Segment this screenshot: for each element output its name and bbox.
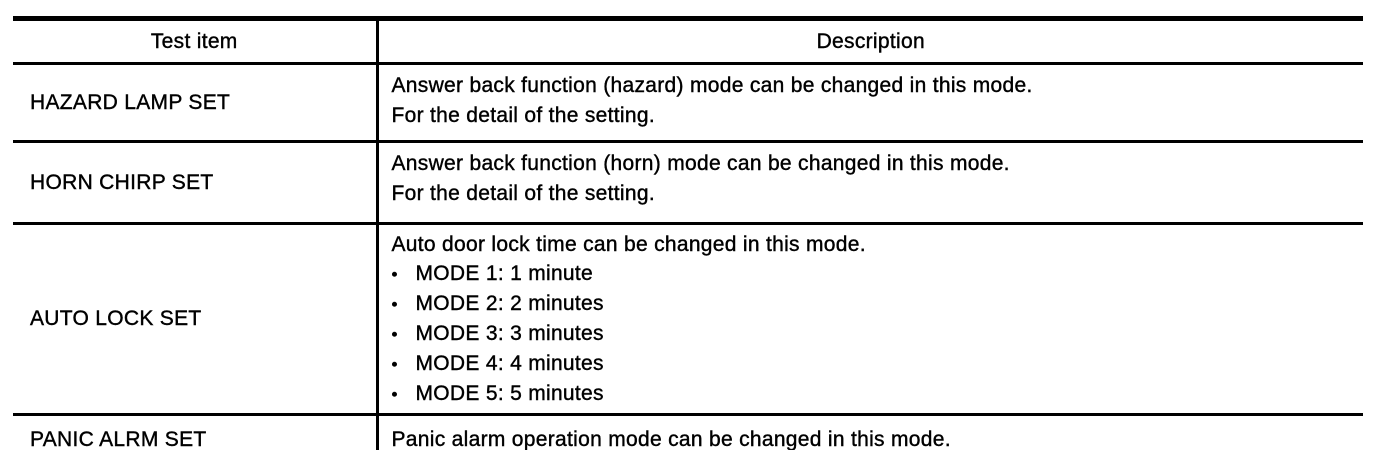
mode-bullet-item: • MODE 4: 4 minutes [391, 349, 1352, 379]
test-item-cell: PANIC ALRM SET [13, 414, 379, 450]
test-item-cell: AUTO LOCK SET [13, 223, 379, 416]
mode-bullet-label: MODE 4: 4 minutes [415, 352, 604, 375]
description-cell: Answer back function (horn) mode can be … [377, 141, 1363, 225]
bullet-icon: • [391, 295, 398, 314]
description-line: For the detail of the setting. [391, 104, 655, 127]
column-header-description: Description [377, 18, 1363, 65]
table-row-panic-alrm-set: PANIC ALRM SET Panic alarm operation mod… [13, 414, 1363, 450]
bullet-icon: • [391, 265, 398, 284]
bullet-icon: • [391, 385, 398, 404]
description-cell: Auto door lock time can be changed in th… [377, 223, 1363, 416]
mode-bullet-list: • MODE 1: 1 minute • MODE 2: 2 minutes •… [391, 259, 1352, 409]
header-row: Test item Description [13, 18, 1363, 65]
bullet-icon: • [391, 355, 398, 374]
description-line: Answer back function (horn) mode can be … [391, 152, 1010, 175]
column-header-test-item: Test item [13, 18, 379, 65]
mode-bullet-label: MODE 5: 5 minutes [415, 382, 604, 405]
bullet-icon: • [391, 325, 398, 344]
mode-bullet-item: • MODE 1: 1 minute [391, 259, 1352, 289]
mode-bullet-item: • MODE 3: 3 minutes [391, 319, 1352, 349]
mode-bullet-label: MODE 2: 2 minutes [415, 292, 604, 315]
mode-bullet-item: • MODE 5: 5 minutes [391, 379, 1352, 409]
description-line: Auto door lock time can be changed in th… [391, 233, 866, 256]
table-row-horn-chirp-set: HORN CHIRP SET Answer back function (hor… [13, 141, 1363, 225]
description-line: Panic alarm operation mode can be change… [391, 427, 951, 450]
mode-bullet-label: MODE 3: 3 minutes [415, 322, 604, 345]
test-item-cell: HAZARD LAMP SET [13, 63, 379, 143]
test-item-table: Test item Description HAZARD LAMP SET An… [13, 16, 1363, 450]
description-cell: Answer back function (hazard) mode can b… [377, 63, 1363, 143]
description-cell: Panic alarm operation mode can be change… [377, 414, 1363, 450]
description-line: For the detail of the setting. [391, 182, 655, 205]
mode-bullet-label: MODE 1: 1 minute [415, 262, 594, 285]
description-line: Answer back function (hazard) mode can b… [391, 74, 1033, 97]
test-item-cell: HORN CHIRP SET [13, 141, 379, 225]
mode-bullet-item: • MODE 2: 2 minutes [391, 289, 1352, 319]
table-row-hazard-lamp-set: HAZARD LAMP SET Answer back function (ha… [13, 63, 1363, 143]
table-row-auto-lock-set: AUTO LOCK SET Auto door lock time can be… [13, 223, 1363, 416]
